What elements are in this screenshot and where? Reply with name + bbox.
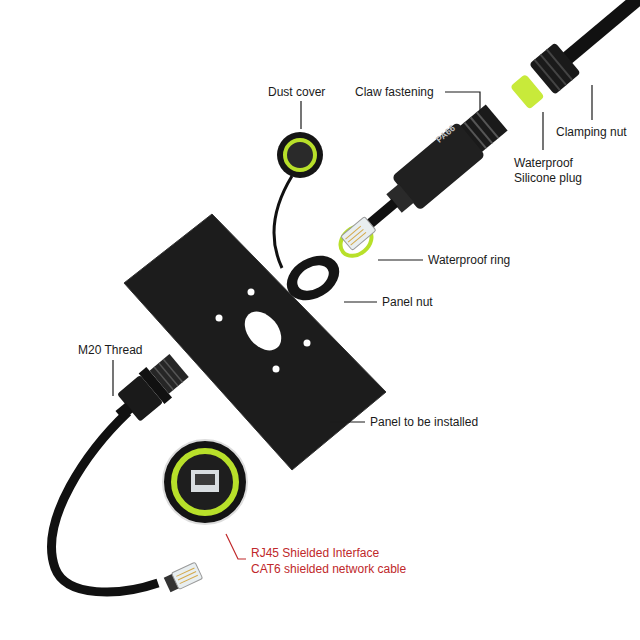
interface-label: CAT6 shielded network cable: [251, 562, 406, 577]
leader-lines: [113, 85, 592, 422]
screw-hole: [304, 340, 311, 347]
rj45-plug-end: [163, 562, 202, 593]
mounting-panel: [124, 214, 386, 470]
panel-hole: [237, 305, 288, 358]
port-ring: [174, 451, 236, 513]
network-cable: [52, 412, 158, 592]
tether: [274, 176, 292, 268]
panel-nut: [279, 247, 347, 310]
part-label: Waterproof Silicone plug: [514, 156, 618, 186]
part-label: Dust cover: [268, 85, 325, 100]
plug-connector: [332, 0, 640, 260]
part-label: Panel to be installed: [370, 415, 478, 430]
dust-cover: [277, 132, 323, 178]
dust-cover-ring: [285, 140, 315, 170]
rj45-port: [191, 470, 219, 492]
screw-hole: [273, 366, 280, 373]
screw-hole: [248, 289, 255, 296]
cable: [562, 0, 640, 64]
part-label: Clamping nut: [556, 125, 627, 140]
screw-hole: [216, 315, 223, 322]
panel-socket: [107, 350, 192, 431]
rj45-plug: [341, 217, 376, 251]
part-label: Waterproof ring: [428, 253, 510, 268]
part-label: M20 Thread: [78, 343, 142, 358]
part-label: Claw fastening: [355, 85, 434, 100]
interface-label: RJ45 Shielded Interface: [251, 546, 379, 561]
leader-line-red: [226, 534, 246, 559]
clamping-nut: [529, 42, 581, 94]
silicone-plug: [510, 74, 545, 110]
part-label: Panel nut: [382, 295, 433, 310]
short-cable: [366, 199, 398, 228]
port-inset: [163, 440, 247, 524]
panel-nut-hole: [293, 260, 333, 296]
